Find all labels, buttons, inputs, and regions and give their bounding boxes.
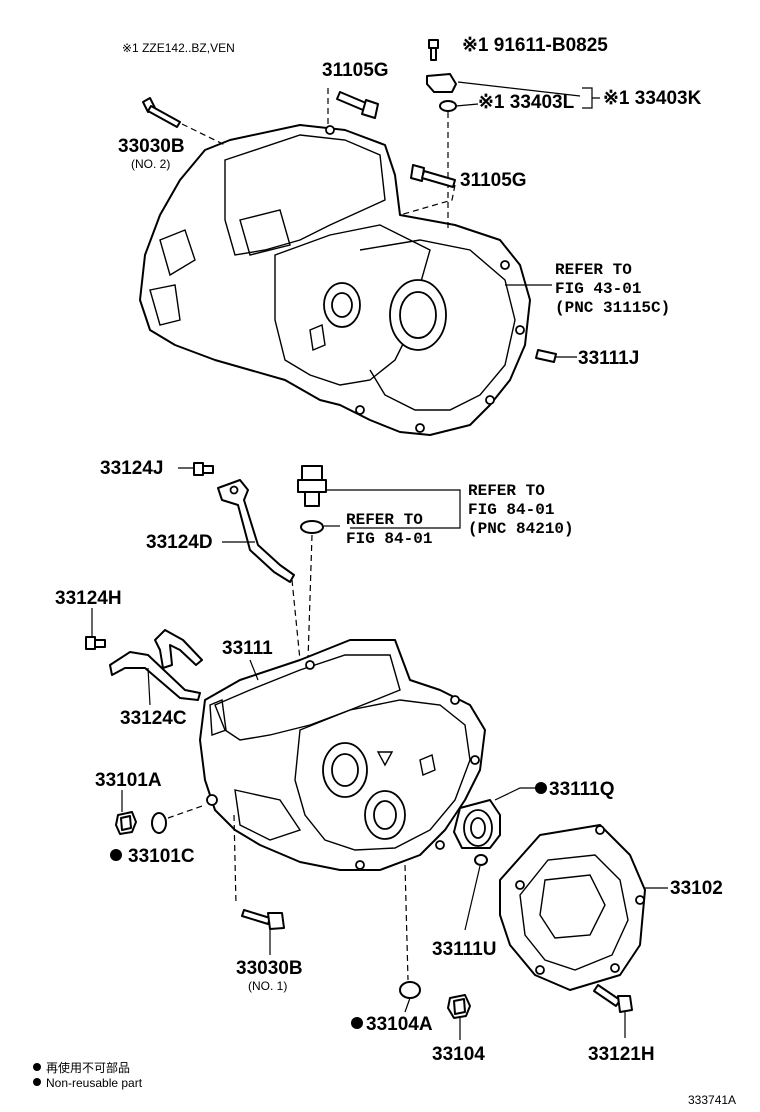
bolt-33121h <box>593 984 633 1013</box>
bolt-33030b-no1 <box>241 909 285 930</box>
non-reusable-mark-33101c <box>110 849 122 861</box>
oil-seal-33111q <box>453 799 501 849</box>
leader-33111 <box>249 659 259 681</box>
label-33102: 33102 <box>670 878 723 899</box>
label-33101a: 33101A <box>95 770 162 791</box>
gasket-33101c <box>151 812 167 834</box>
refer-fig-43-line2: FIG 43-01 <box>555 280 641 298</box>
plate-33403k <box>426 73 457 93</box>
label-33104: 33104 <box>432 1044 485 1065</box>
refer-fig-84b-line1: REFER TO <box>346 511 423 529</box>
leader-bracket-d <box>291 579 301 661</box>
leader-drain <box>404 864 409 981</box>
header-note: ※1 ZZE142..BZ,VEN <box>122 41 235 55</box>
legend-japanese: 再使用不可部品 <box>46 1060 130 1075</box>
leader-plate <box>457 81 581 97</box>
label-33030b-no1: 33030B <box>236 958 303 979</box>
leader-33030b-bottom <box>233 814 237 906</box>
legend-english: Non-reusable part <box>46 1076 143 1090</box>
refer-fig-84b-line2: FIG 84-01 <box>346 530 432 548</box>
legend-dot-jp <box>33 1063 41 1071</box>
leader-sensor <box>307 534 313 661</box>
plug-33101a <box>115 811 137 835</box>
leader-33104a <box>404 997 411 1013</box>
label-33101c: 33101C <box>128 846 195 867</box>
bracket-33124d <box>217 479 295 583</box>
transaxle-case-33111 <box>199 639 486 871</box>
bracket-33124c <box>109 629 203 701</box>
label-33111u: 33111U <box>432 939 496 960</box>
leader-33111u <box>464 865 481 931</box>
label-33111: 33111 <box>222 638 273 659</box>
label-33403l: ※1 33403L <box>478 92 575 113</box>
bolt-91611-b0825 <box>428 39 439 61</box>
label-33030b-no2: 33030B <box>118 136 185 157</box>
leader-33111q <box>494 787 538 801</box>
o-ring-sensor <box>300 520 324 534</box>
label-31105g-mid: 31105G <box>460 170 527 191</box>
refer-fig-84a-line2: FIG 84-01 <box>468 501 554 519</box>
bolt-33124h <box>85 636 106 650</box>
refer-fig-84a-line3: (PNC 84210) <box>468 520 574 538</box>
label-33124c: 33124C <box>120 708 187 729</box>
label-33124h: 33124H <box>55 588 122 609</box>
leader-33030b-top <box>181 123 226 146</box>
legend-dot-en <box>33 1078 41 1086</box>
bolt-31105g-top <box>336 91 379 119</box>
label-33124d: 33124D <box>146 532 213 553</box>
label-33124j: 33124J <box>100 458 163 479</box>
label-91611-b0825: ※1 91611-B0825 <box>462 35 608 56</box>
label-33030b-no2-sub: (NO. 2) <box>131 157 170 171</box>
sensor-speed <box>297 465 327 507</box>
illustration-number: 333741A <box>688 1093 736 1107</box>
refer-fig-43-line1: REFER TO <box>555 261 632 279</box>
label-33403k: ※1 33403K <box>603 88 702 109</box>
bolt-33030b-no2 <box>142 97 181 128</box>
bolt-33124j <box>193 462 214 476</box>
plug-33104 <box>447 994 471 1019</box>
leader-33101c <box>167 804 206 819</box>
label-33111q: 33111Q <box>549 779 615 800</box>
washer-33403l <box>439 100 457 112</box>
pin-33111j <box>535 349 557 363</box>
bracket-refer-84 <box>326 489 461 529</box>
transaxle-housing-upper <box>139 124 531 436</box>
leader-washer <box>455 103 479 107</box>
cover-33102 <box>499 824 646 991</box>
bracket-33403 <box>582 87 600 109</box>
non-reusable-mark-33104a <box>351 1017 363 1029</box>
leader-31105g-mid <box>399 184 456 216</box>
label-31105g-top: 31105G <box>322 60 389 81</box>
pin-33111u <box>474 854 488 866</box>
refer-fig-84a-line1: REFER TO <box>468 482 545 500</box>
label-33030b-no1-sub: (NO. 1) <box>248 979 287 993</box>
label-33121h: 33121H <box>588 1044 655 1065</box>
bolt-31105g-mid <box>410 164 456 188</box>
non-reusable-mark-33111q <box>535 782 547 794</box>
gasket-33104a <box>399 981 421 999</box>
refer-fig-43-line3: (PNC 31115C) <box>555 299 670 317</box>
label-33104a: 33104A <box>366 1014 433 1035</box>
label-33111j: 33111J <box>578 348 639 369</box>
leader-33124c <box>147 667 151 706</box>
